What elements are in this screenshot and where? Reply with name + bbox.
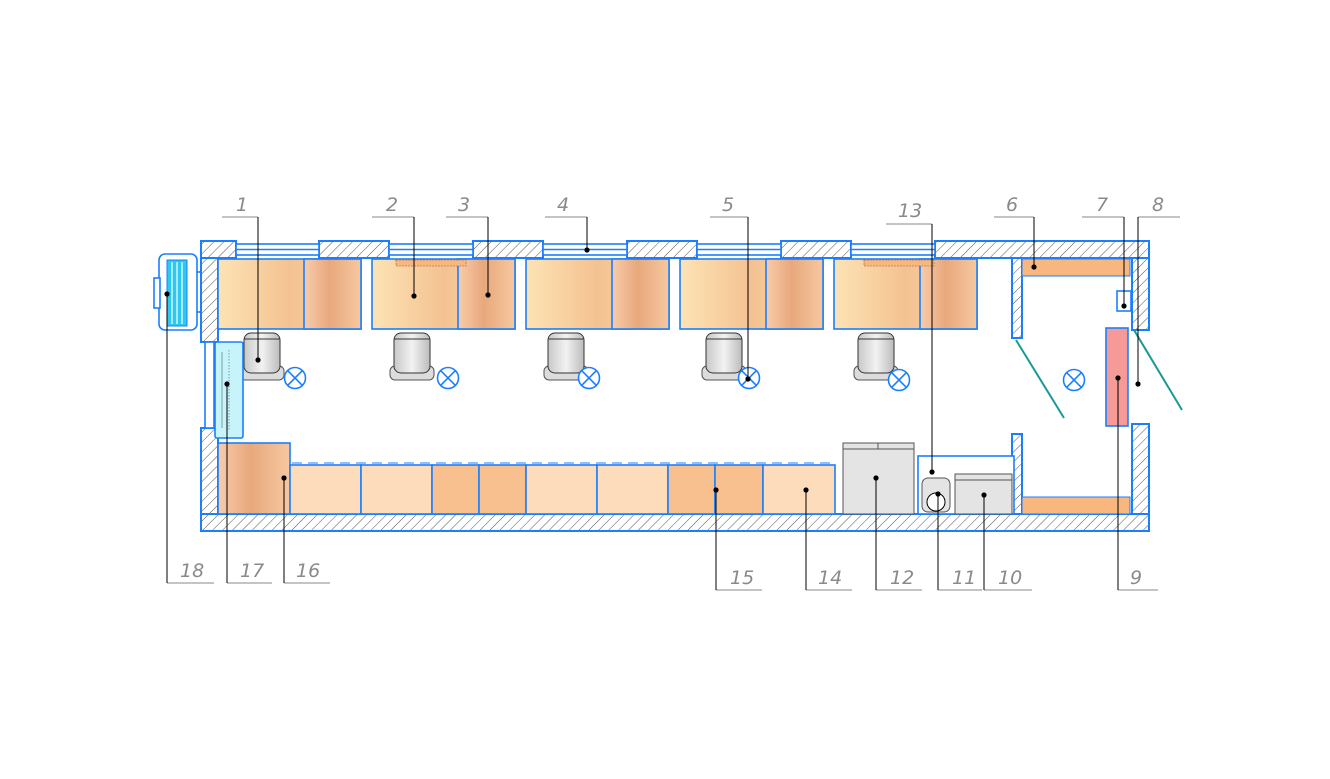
wall-left-lower	[200, 427, 219, 515]
ceiling-lamp-icon	[887, 368, 911, 392]
leader-line-16	[281, 475, 330, 584]
walls	[200, 240, 1150, 532]
office-chair-icon	[239, 332, 285, 381]
cabinet	[596, 464, 669, 515]
desk-5	[833, 258, 978, 330]
desk-1	[217, 258, 362, 330]
wall-bottom	[200, 513, 1150, 532]
coat-rack	[214, 341, 244, 439]
wall-top-5	[780, 240, 852, 259]
leader-line-12	[873, 475, 922, 591]
callout-2: 2	[386, 194, 398, 216]
wall-right-upper	[1131, 257, 1150, 331]
office-chair-icon	[701, 332, 747, 381]
ceiling-lamp-icon	[1062, 368, 1086, 392]
ceiling-lamp-icon	[436, 366, 460, 390]
cabinet	[525, 464, 598, 515]
callout-17: 17	[240, 560, 264, 582]
wall-left-upper	[200, 257, 219, 343]
cabinet-row	[217, 442, 836, 515]
cabinet-14	[762, 464, 836, 515]
leader-line-9	[1115, 375, 1158, 591]
cabinet-16	[217, 442, 291, 515]
callout-18: 18	[180, 560, 204, 582]
callout-16: 16	[296, 560, 320, 582]
callout-10: 10	[998, 567, 1022, 589]
leader-line-10	[981, 492, 1032, 591]
callout-12: 12	[890, 567, 914, 589]
leader-line-4	[545, 216, 590, 253]
leader-line-8	[1135, 216, 1180, 387]
ac-unit-icon	[153, 253, 201, 331]
leader-line-6	[994, 216, 1037, 270]
callout-5: 5	[722, 194, 734, 216]
callout-3: 3	[458, 194, 470, 216]
cabinet	[431, 464, 480, 515]
leader-line-18	[164, 291, 214, 584]
cabinet	[289, 464, 362, 515]
wall-top-1	[200, 240, 237, 259]
leader-line-14	[803, 487, 852, 591]
cabinet	[714, 464, 764, 515]
callout-14: 14	[818, 567, 842, 589]
wall-top-3	[472, 240, 544, 259]
ceiling-lamp-icon	[283, 366, 307, 390]
cabinet	[478, 464, 527, 515]
callout-4: 4	[557, 194, 569, 216]
desk-2	[371, 258, 516, 330]
callout-13: 13	[898, 200, 922, 222]
office-chair-icon	[389, 332, 435, 381]
desk-row	[217, 258, 978, 330]
chairs	[239, 332, 899, 381]
leader-line-2	[372, 216, 417, 299]
partition-upper	[1011, 257, 1023, 339]
leader-line-7	[1082, 216, 1127, 309]
door-icon	[1015, 329, 1183, 419]
callout-15: 15	[730, 567, 754, 589]
wall-top-4	[626, 240, 698, 259]
leader-line-11	[935, 491, 982, 591]
callout-labels: 1 2 3 4 5 6 7 8 9 10 11 12 13 14 15 16 1…	[180, 194, 1164, 589]
leader-line-13	[886, 223, 935, 475]
desk-3	[525, 258, 670, 330]
leader-line-3	[446, 216, 491, 298]
window-icon	[204, 341, 215, 429]
leader-line-17	[224, 381, 272, 584]
callout-1: 1	[236, 194, 248, 216]
callout-9: 9	[1130, 567, 1142, 589]
leader-line-1	[222, 216, 261, 363]
wall-top-2	[318, 240, 390, 259]
wall-top-6	[934, 240, 1150, 259]
ceiling-lamp-icon	[577, 366, 601, 390]
callout-11: 11	[952, 567, 976, 589]
leader-line-15	[713, 487, 762, 591]
callout-6: 6	[1006, 194, 1018, 216]
cabinet	[360, 464, 433, 515]
leader-line-5	[710, 216, 751, 382]
callout-7: 7	[1096, 194, 1108, 216]
desk-4	[679, 258, 824, 330]
cabinet	[667, 464, 716, 515]
callout-8: 8	[1152, 194, 1164, 216]
wall-right-lower	[1131, 423, 1150, 515]
vestibule	[1015, 258, 1183, 515]
